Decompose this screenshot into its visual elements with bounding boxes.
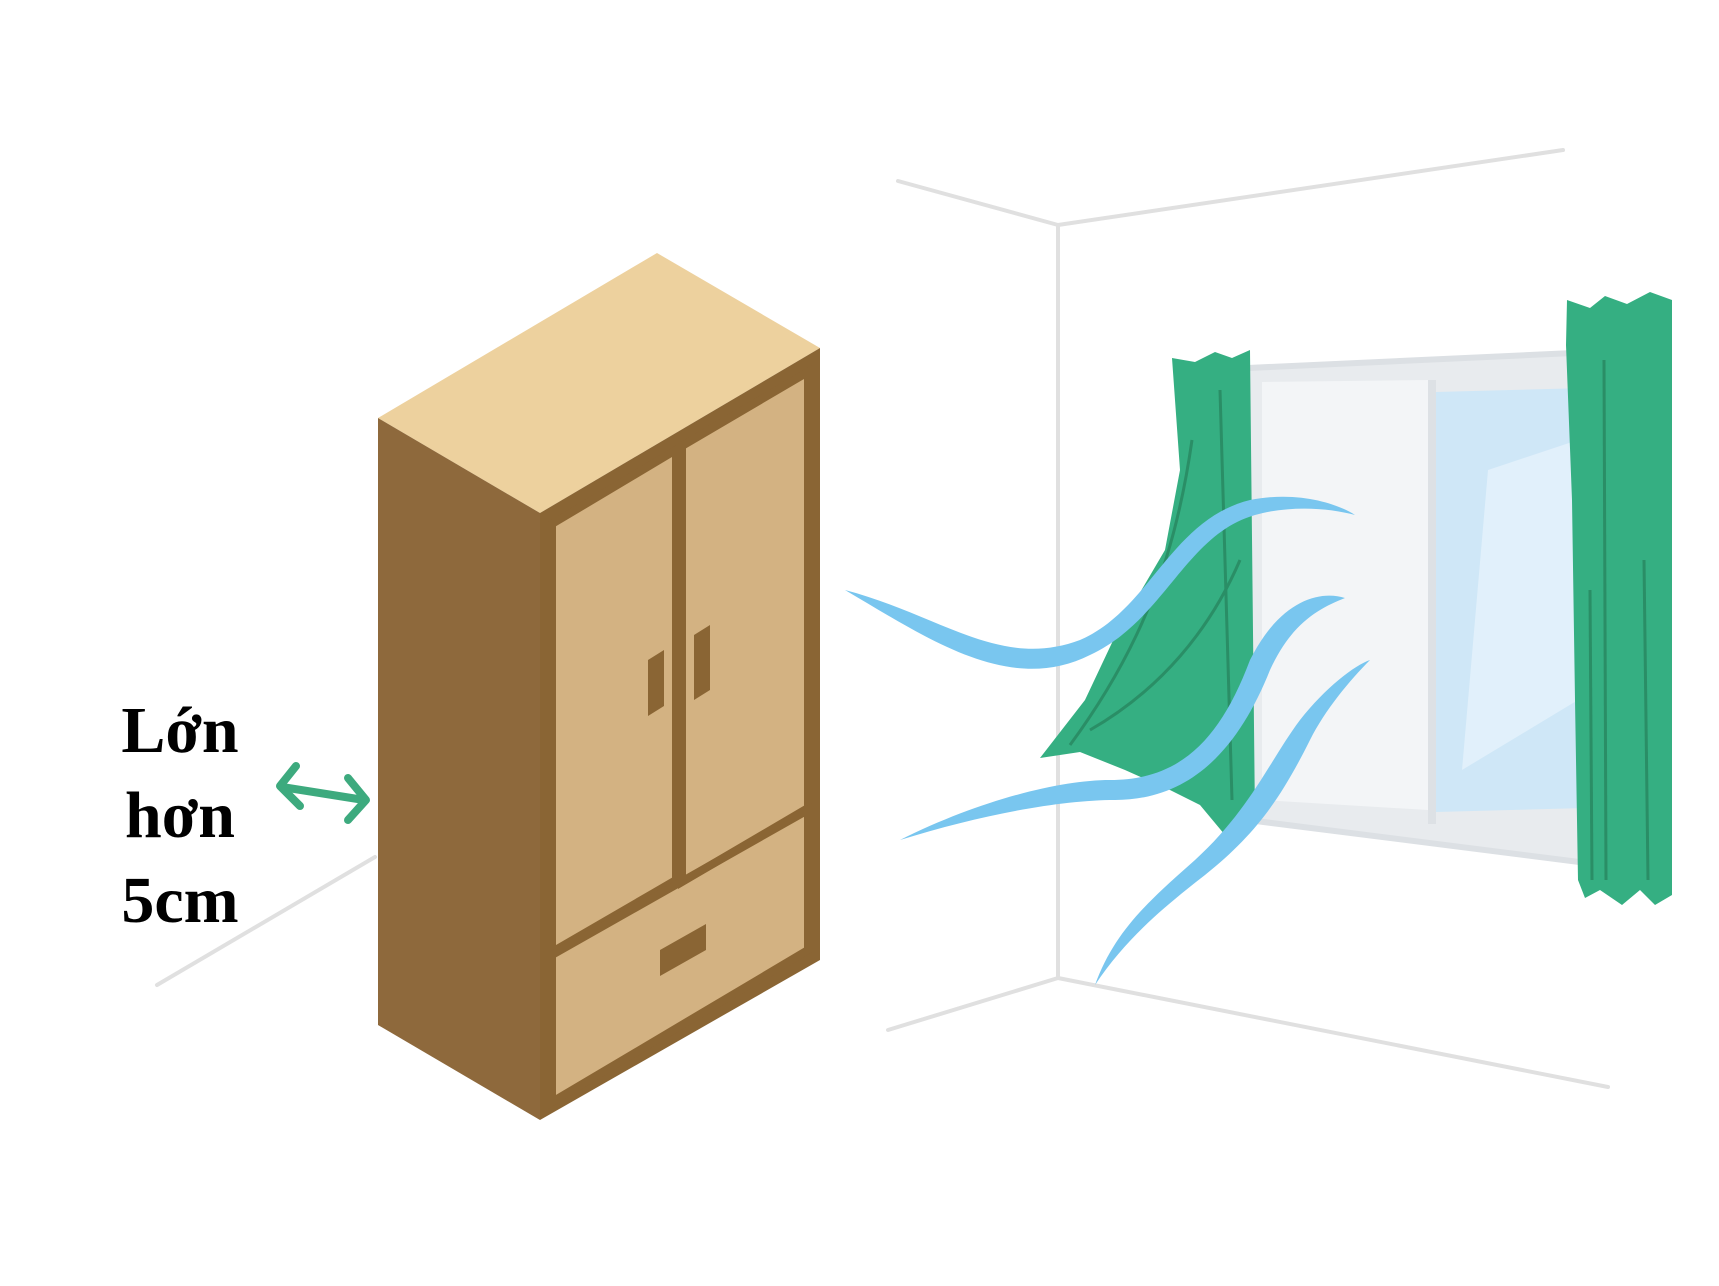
curtain-right-icon (1566, 292, 1672, 905)
double-arrow-icon (276, 762, 370, 824)
distance-label: Lớn hơn 5cm (100, 688, 260, 943)
wardrobe-icon (378, 253, 820, 1120)
distance-label-line-1: Lớn (121, 694, 239, 767)
wind-icon (845, 496, 1370, 985)
room-corner-lines (155, 148, 1610, 1089)
distance-label-line-2: hơn (125, 779, 235, 852)
distance-label-line-3: 5cm (121, 864, 239, 937)
window-icon (1247, 349, 1596, 867)
